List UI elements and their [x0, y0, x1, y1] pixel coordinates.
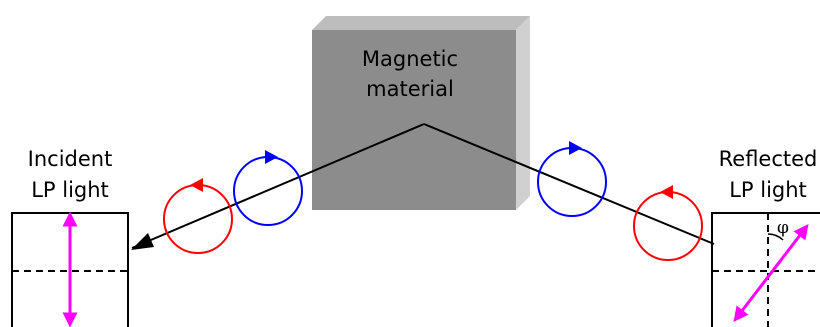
- cube-top-face: [312, 16, 530, 30]
- material-label-line2: material: [366, 77, 454, 101]
- reflected-polarization-arrow: [738, 230, 804, 316]
- reflected-polarization-box: φ: [712, 213, 820, 327]
- incident-label-line1: Incident: [28, 147, 113, 171]
- beam-direction-arrow: [131, 233, 154, 250]
- reflected-red-circular-component: [634, 185, 702, 260]
- reflected-blue-circular-component: [538, 141, 606, 216]
- magnetic-material-cube: Magnetic material: [312, 16, 530, 210]
- blue-rotation-arrowhead: [265, 150, 278, 164]
- red-rotation-arrowhead: [660, 185, 673, 199]
- incident-label-line2: LP light: [31, 178, 109, 202]
- material-label-line1: Magnetic: [362, 47, 458, 71]
- incident-red-circular-component: [164, 178, 232, 253]
- blue-rotation-arrowhead: [569, 141, 582, 155]
- cube-side-face: [516, 16, 530, 210]
- rotation-angle-symbol: φ: [777, 218, 789, 238]
- incident-blue-circular-component: [234, 150, 302, 225]
- reflected-label-line1: Reflected: [719, 147, 818, 171]
- reflected-label-line2: LP light: [729, 178, 807, 202]
- red-rotation-arrowhead: [190, 178, 203, 192]
- incident-polarization-box: [12, 213, 128, 327]
